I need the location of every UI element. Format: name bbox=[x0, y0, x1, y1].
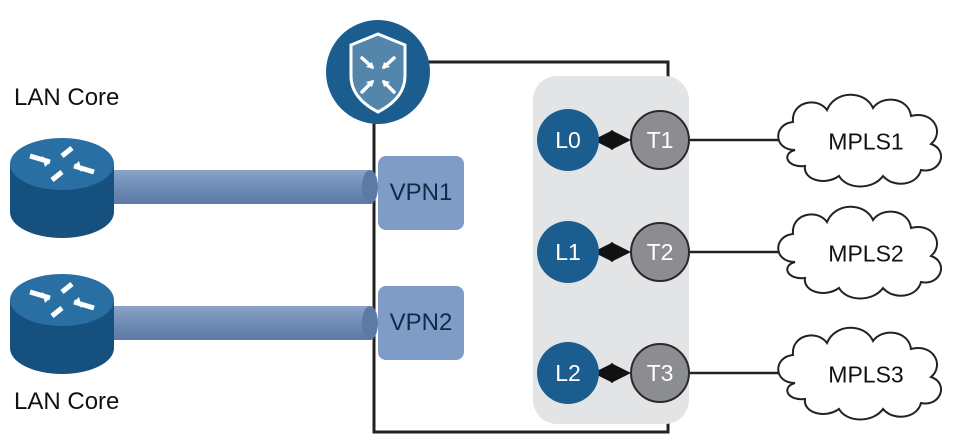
lan-core-label-bottom: LAN Core bbox=[14, 388, 120, 415]
vpn2-tunnel bbox=[108, 306, 378, 340]
loopback-l2: L2 bbox=[537, 342, 599, 404]
loopback-l1: L1 bbox=[537, 221, 599, 283]
router-icon bbox=[10, 274, 114, 374]
mpls1-label: MPLS1 bbox=[828, 128, 904, 155]
tloc-t3-label: T3 bbox=[646, 359, 674, 386]
vpn1-label: VPN1 bbox=[389, 179, 453, 206]
tloc-t2: T2 bbox=[630, 222, 690, 282]
cloud-icon bbox=[777, 93, 942, 188]
cloud-icon bbox=[777, 326, 942, 421]
vpn1-tunnel bbox=[108, 170, 378, 204]
vpn2-box: VPN2 bbox=[378, 286, 464, 360]
loopback-l0: L0 bbox=[537, 109, 599, 171]
loopback-l1-label: L1 bbox=[555, 238, 581, 265]
mpls3-label: MPLS3 bbox=[828, 361, 904, 388]
mpls2-label: MPLS2 bbox=[828, 240, 904, 267]
loopback-l0-label: L0 bbox=[555, 126, 581, 153]
cloud-icon bbox=[777, 205, 942, 300]
tloc-t2-label: T2 bbox=[646, 238, 674, 265]
router-icon bbox=[10, 138, 114, 238]
tloc-t1-label: T1 bbox=[646, 126, 674, 153]
loopback-l2-label: L2 bbox=[555, 359, 581, 386]
vpn1-box: VPN1 bbox=[378, 156, 464, 230]
tloc-t3: T3 bbox=[630, 343, 690, 403]
shield-router-icon bbox=[326, 20, 430, 124]
lan-core-label-top: LAN Core bbox=[14, 84, 120, 111]
tloc-t1: T1 bbox=[630, 110, 690, 170]
vpn2-label: VPN2 bbox=[389, 309, 453, 336]
